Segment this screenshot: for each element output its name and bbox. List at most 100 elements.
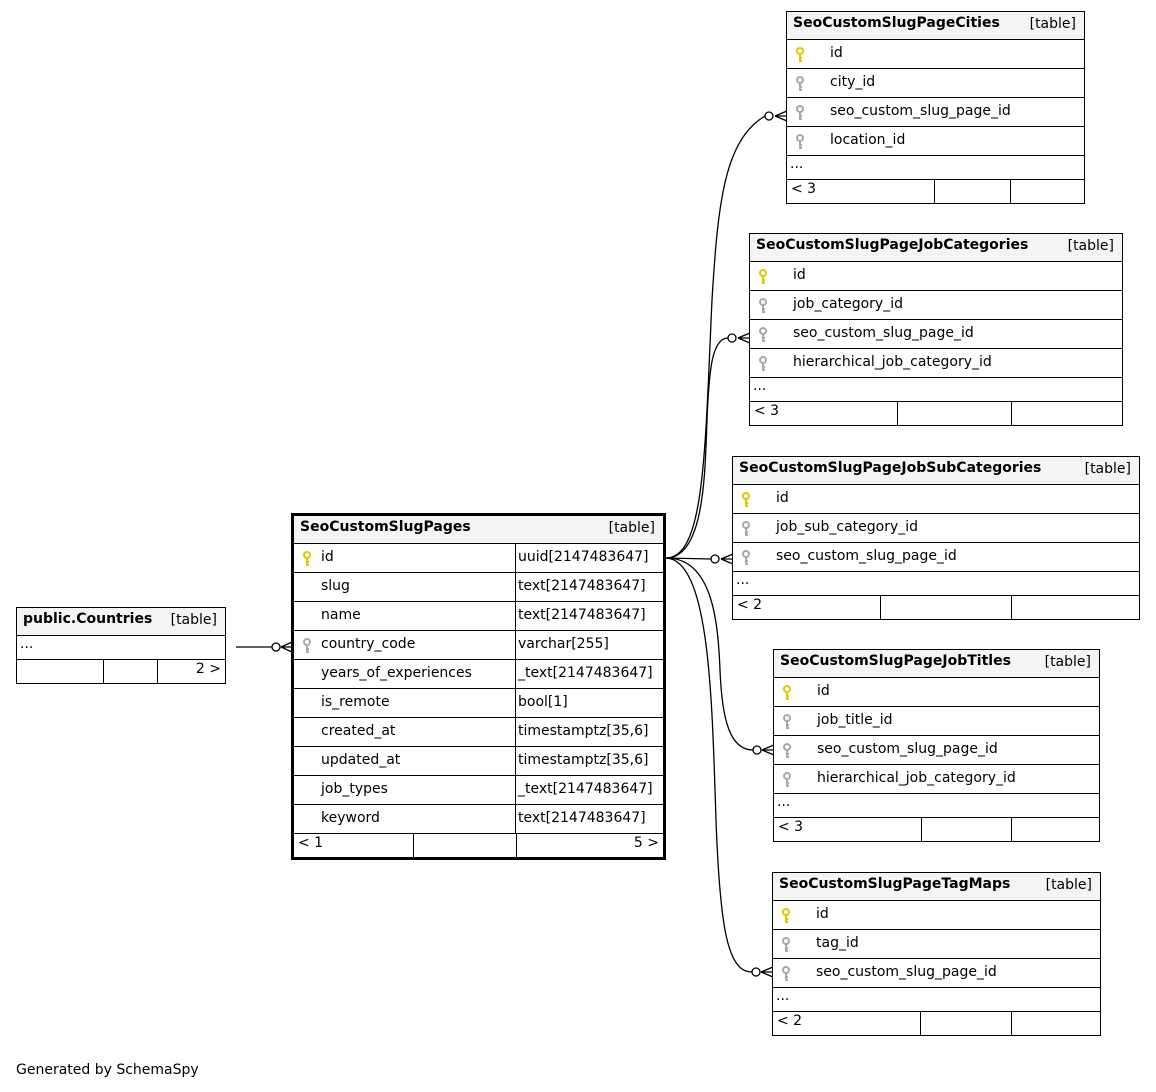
primary-key-icon [741, 492, 751, 508]
column-row[interactable]: seo_custom_slug_page_id [787, 98, 1084, 127]
column-row[interactable]: seo_custom_slug_page_id [750, 320, 1122, 349]
table-seo-custom-slug-page-job-categories[interactable]: SeoCustomSlugPageJobCategories [table] id j… [749, 233, 1123, 426]
column-row[interactable]: city_id [787, 69, 1084, 98]
table-name: SeoCustomSlugPageJobSubCategories [739, 460, 1042, 476]
column-name: job_sub_category_id [776, 519, 919, 535]
foreign-key-icon [781, 937, 791, 953]
table-name: public.Countries [23, 611, 153, 627]
foreign-key-icon [781, 966, 791, 982]
foreign-key-icon [782, 714, 792, 730]
column-row[interactable]: id [787, 40, 1084, 69]
more-columns: ... [733, 572, 1139, 596]
foreign-key-icon [782, 743, 792, 759]
more-columns: ... [17, 636, 225, 660]
foreign-key-icon [741, 550, 751, 566]
column-row[interactable]: id [774, 678, 1099, 707]
column-row[interactable]: hierarchical_job_category_id [750, 349, 1122, 378]
column-name: location_id [830, 132, 906, 148]
table-footer: < 3 [774, 818, 1099, 841]
column-name: seo_custom_slug_page_id [816, 964, 997, 980]
foreign-key-icon [795, 134, 805, 150]
column-name: id [817, 683, 830, 699]
column-name: job_title_id [817, 712, 893, 728]
column-name: name [321, 607, 361, 623]
table-kind: [table] [1029, 16, 1076, 32]
table-footer: < 2 [773, 1012, 1100, 1035]
table-name: SeoCustomSlugPages [300, 519, 471, 535]
column-row[interactable]: id [733, 485, 1139, 514]
column-row[interactable]: tag_id [773, 930, 1100, 959]
table-name: SeoCustomSlugPageJobCategories [756, 237, 1029, 253]
column-row[interactable]: job_sub_category_id [733, 514, 1139, 543]
table-countries[interactable]: public.Countries [table] ... 2 > [16, 607, 226, 684]
column-name: id [793, 267, 806, 283]
column-name: job_types [321, 781, 388, 797]
primary-key-icon [782, 685, 792, 701]
parents-count: < 3 [754, 403, 780, 419]
parents-count: < 2 [737, 597, 763, 613]
primary-key-icon [795, 47, 805, 63]
column-name: created_at [321, 723, 396, 739]
foreign-key-icon [795, 76, 805, 92]
parents-count: < 3 [778, 819, 804, 835]
foreign-key-icon [302, 638, 312, 654]
column-name: id [830, 45, 843, 61]
column-type: text[2147483647] [518, 578, 646, 594]
column-row[interactable]: job_category_id [750, 291, 1122, 320]
children-count: 5 > [633, 835, 659, 851]
column-row[interactable]: job_title_id [774, 707, 1099, 736]
edge-slug-pages-to-job-titles [665, 557, 754, 751]
table-seo-custom-slug-page-job-sub-categories[interactable]: SeoCustomSlugPageJobSubCategories[table]… [732, 456, 1140, 620]
column-name: job_category_id [793, 296, 903, 312]
foreign-key-icon [758, 356, 768, 372]
more-columns: ... [773, 988, 1100, 1012]
column-row[interactable]: seo_custom_slug_page_id [774, 736, 1099, 765]
table-header: public.Countries [table] [17, 608, 225, 636]
column-row[interactable]: seo_custom_slug_page_id [733, 543, 1139, 572]
column-name: is_remote [321, 694, 390, 710]
column-type: uuid[2147483647] [518, 549, 649, 565]
table-header: SeoCustomSlugPageJobSubCategories[table] [733, 457, 1139, 485]
table-name: SeoCustomSlugPageCities [793, 15, 1000, 31]
column-row[interactable]: years_of_experiences_text[2147483647] [294, 660, 663, 689]
column-row[interactable]: hierarchical_job_category_id [774, 765, 1099, 794]
column-type: _text[2147483647] [518, 665, 653, 681]
column-row[interactable]: job_types_text[2147483647] [294, 776, 663, 805]
table-header: SeoCustomSlugPageCities [table] [787, 12, 1084, 40]
more-columns: ... [774, 794, 1099, 818]
foreign-key-icon [758, 298, 768, 314]
table-kind: [table] [1067, 238, 1114, 254]
table-kind: [table] [170, 612, 217, 628]
column-row[interactable]: id [750, 262, 1122, 291]
table-header: SeoCustomSlugPages[table] [294, 516, 663, 544]
parents-count: < 1 [298, 835, 324, 851]
column-row[interactable]: id [773, 901, 1100, 930]
table-footer: < 3 [787, 180, 1084, 203]
column-row[interactable]: location_id [787, 127, 1084, 156]
column-name: id [816, 906, 829, 922]
column-row[interactable]: id uuid[2147483647] [294, 544, 663, 573]
foreign-key-icon [741, 521, 751, 537]
more-columns: ... [750, 378, 1122, 402]
table-seo-custom-slug-pages[interactable]: SeoCustomSlugPages[table] id uuid[21474836… [291, 513, 666, 860]
primary-key-icon [758, 269, 768, 285]
foreign-key-icon [782, 772, 792, 788]
column-name: seo_custom_slug_page_id [817, 741, 998, 757]
column-row[interactable]: seo_custom_slug_page_id [773, 959, 1100, 988]
table-kind: [table] [1045, 877, 1092, 893]
column-name: tag_id [816, 935, 859, 951]
column-name: id [321, 549, 334, 565]
table-footer: < 2 [733, 596, 1139, 619]
more-columns: ... [787, 156, 1084, 180]
